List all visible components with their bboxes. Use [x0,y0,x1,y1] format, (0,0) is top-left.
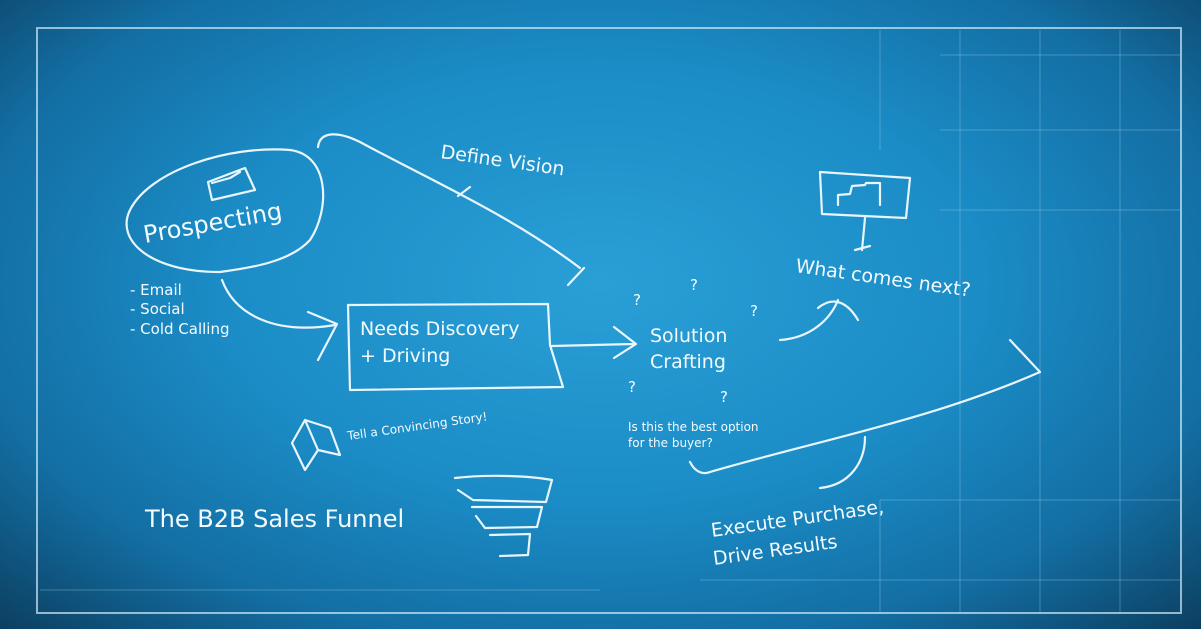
channel-social: - Social [130,300,185,318]
question-mark: ? [750,302,758,320]
funnel-icon [453,474,554,558]
define-vision-label: Define Vision [439,141,566,180]
arrow-to-solution [550,325,638,360]
needs-discovery-label: Needs Discovery [360,318,519,340]
question-mark: ? [720,388,728,406]
story-cube-icon [290,418,342,472]
solution-label: Solution [650,325,727,347]
blueprint-grid [40,30,1180,612]
driving-label: + Driving [360,345,450,367]
blueprint-frame [36,27,1182,614]
presentation-board-icon [818,170,912,252]
question-mark: ? [628,378,636,396]
question-mark: ? [690,276,698,294]
arrow-execute [688,338,1042,490]
channel-email: - Email [130,281,182,299]
channel-cold-calling: - Cold Calling [130,320,230,338]
crafting-label: Crafting [650,351,726,373]
define-vision-arrow [316,133,586,287]
arrow-what-next [778,298,860,342]
best-option-line2: for the buyer? [628,436,713,450]
execute-purchase-label: Execute Purchase, [710,496,886,542]
prospecting-label: Prospecting [141,197,284,249]
page-title: The B2B Sales Funnel [144,505,404,533]
needs-discovery-box [346,302,565,392]
envelope-icon [206,166,257,202]
prospecting-bubble [125,148,325,274]
question-mark: ? [633,291,641,309]
best-option-line1: Is this the best option [628,420,759,434]
arrow-to-needs [220,278,339,362]
tell-story-label: Tell a Convincing Story! [345,409,488,443]
question-marks: ? ? ? ? ? [628,276,758,406]
what-next-label: What comes next? [794,255,972,301]
